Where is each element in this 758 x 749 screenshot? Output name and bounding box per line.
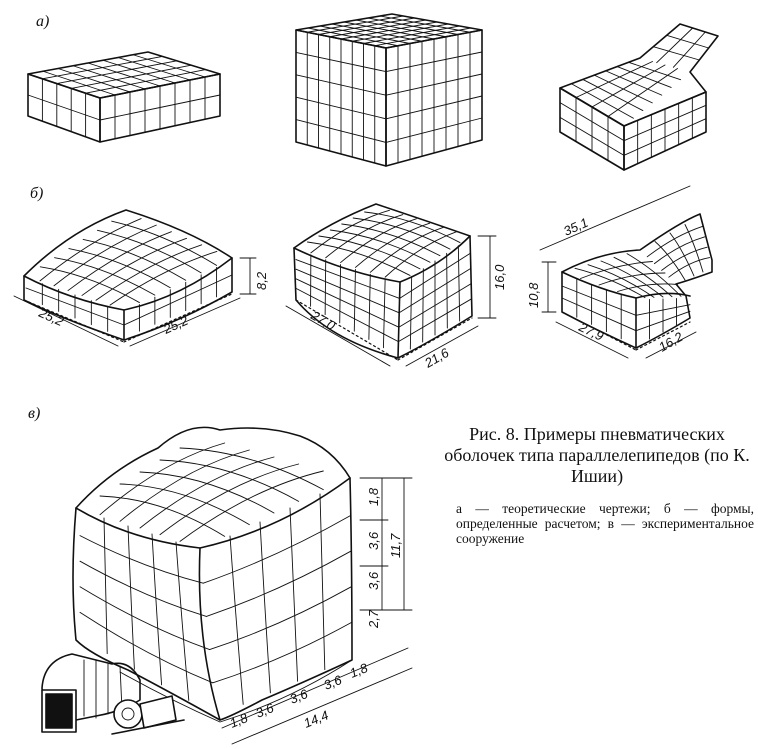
dim-c-h2: 3,6	[366, 531, 381, 550]
dim-c-w5: 1,8	[348, 660, 371, 681]
dim-c-w2: 3,6	[254, 700, 277, 721]
dim-b2-height2: 10,8	[526, 282, 541, 308]
dim-c-w1: 1,8	[228, 710, 251, 731]
dim-c-h4: 2,7	[366, 609, 381, 629]
box-a1	[27, 51, 221, 143]
dim-b1-length1: 25,2	[36, 305, 67, 330]
figure-caption: Рис. 8. Примеры пневматических оболочек …	[440, 424, 754, 546]
caption-title: Рис. 8. Примеры пневматических оболочек …	[444, 424, 750, 486]
dim-c-h3: 3,6	[366, 571, 381, 590]
label-a: а)	[36, 13, 49, 30]
form-b1: 8,2 25,2 25,2	[13, 209, 269, 347]
dim-c-htotal: 11,7	[388, 533, 403, 558]
form-b2: 16,0 27,0 21,6	[285, 203, 507, 372]
dim-b3-length2: 16,2	[656, 329, 686, 355]
dim-c-w3: 3,6	[288, 686, 311, 707]
box-a2	[295, 13, 483, 167]
form-b3: 10,8 35,1 27,9 16,2	[526, 185, 713, 359]
label-b: б)	[30, 185, 43, 202]
dim-c-h1: 1,8	[366, 487, 381, 506]
dim-c-w4: 3,6	[322, 672, 345, 693]
dim-b3-length1: 27,9	[576, 319, 606, 344]
experimental-structure: 1,8 3,6 3,6 2,7 11,7 1,8 3,6 3,6 3,6 1,8…	[41, 426, 413, 745]
dim-b2-length2: 21,6	[421, 345, 452, 372]
box-a3	[559, 23, 719, 171]
dim-b2-length1: 27,0	[308, 307, 339, 334]
dim-c-wtotal: 14,4	[302, 707, 331, 730]
label-c: в)	[28, 405, 40, 422]
dim-b1-height: 8,2	[254, 271, 269, 290]
caption-legend: а — теоретические чертежи; б — формы, оп…	[456, 501, 754, 546]
dim-b2-height1: 16,0	[492, 264, 507, 290]
